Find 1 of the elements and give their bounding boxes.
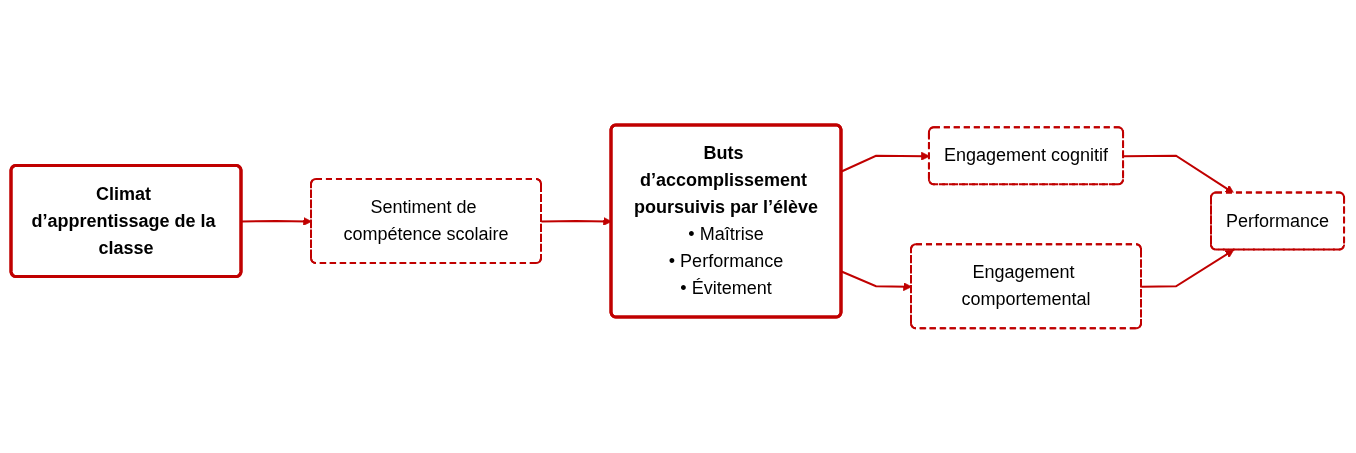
arrow [1123,154,1235,194]
